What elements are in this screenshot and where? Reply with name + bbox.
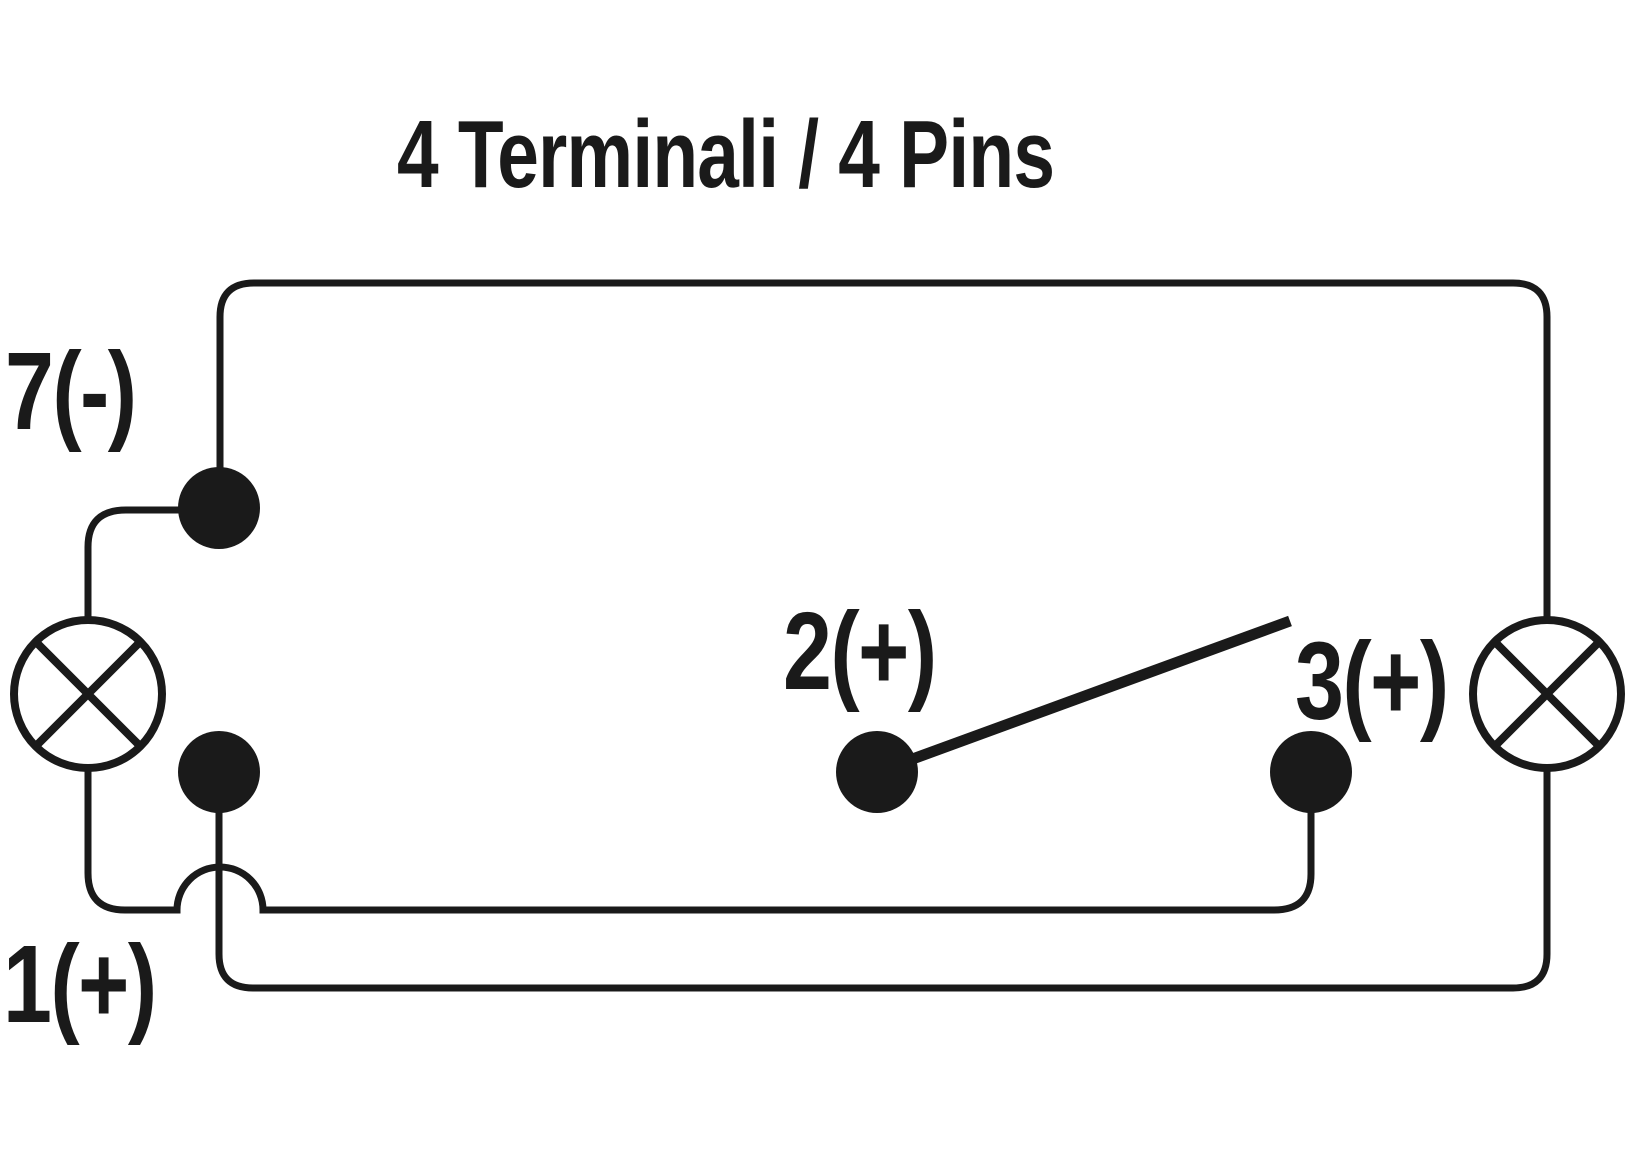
left-lamp-circle — [10, 616, 166, 772]
terminal-7-dot — [178, 467, 260, 549]
diagram-title: 4 Terminali / 4 Pins — [397, 101, 1055, 208]
terminal-2-dot — [836, 731, 918, 813]
right-lamp-circle — [1469, 616, 1625, 772]
terminal-3-label: 3(+) — [1295, 620, 1449, 743]
terminal-7-label: 7(-) — [5, 330, 137, 453]
terminal-2-label: 2(+) — [783, 590, 937, 713]
left-lamp-icon — [10, 616, 166, 772]
right-lamp-icon — [1469, 616, 1625, 772]
wire-left-lamp-to-terminal3 — [84, 768, 1315, 914]
terminal-1-dot — [178, 731, 260, 813]
housing-outline-top — [216, 279, 1551, 620]
terminal-1-label: 1(+) — [3, 923, 157, 1046]
right-lamp-cross — [1490, 637, 1604, 751]
housing-outline-bottom — [215, 768, 1551, 992]
switch-lever — [875, 615, 1292, 778]
wire-terminal7-to-left-lamp — [84, 506, 219, 620]
left-lamp-cross — [31, 637, 145, 751]
terminal-3-dot — [1270, 731, 1352, 813]
